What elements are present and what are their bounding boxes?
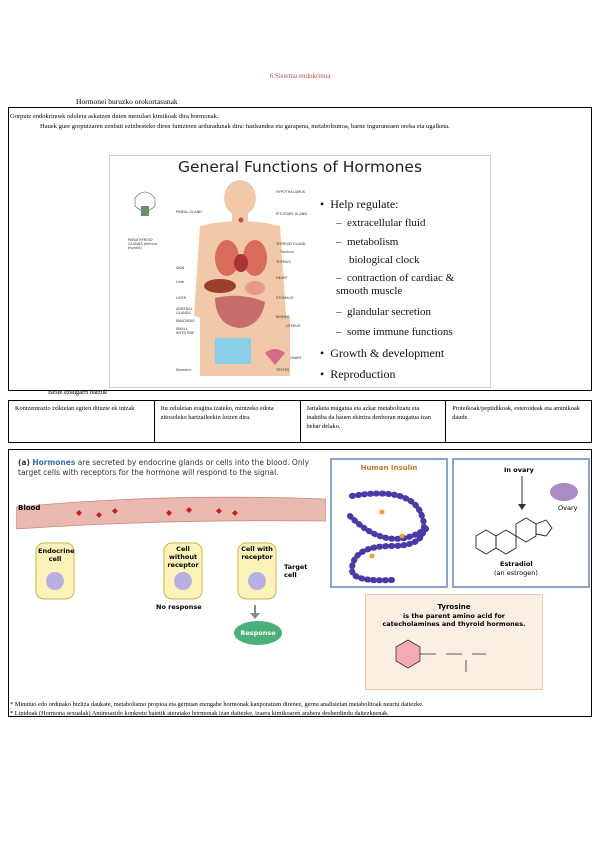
bullet-growth: • Growth & development [320, 346, 445, 360]
label-stomach-bottom: Stomach [176, 368, 192, 372]
features-table: Kontzentrazio txikietan egiten dituzte e… [8, 400, 592, 443]
response-label: Response [240, 629, 276, 637]
figure-hormone-functions: General Functions of Hormones PINEAL GLA… [109, 155, 491, 388]
section-heading: Hormonei buruzko orokortasunak [76, 97, 178, 106]
page-title: 6 Sistema endokrinoa [269, 72, 331, 80]
intro-text: Gorputz endokrinoek odolera askatzen dut… [10, 112, 590, 131]
estrogen-label: (an estrogen) [494, 569, 538, 577]
label-liver: LIVER [176, 296, 187, 300]
no-response-label: No response [156, 603, 202, 611]
figures-box [8, 449, 592, 717]
cell-with-receptor-label: Cell with receptor [241, 545, 273, 561]
label-stomach: STOMACH [276, 296, 294, 300]
sub-item-2: – metabolism [336, 236, 399, 248]
tyrosine-structure [395, 639, 486, 672]
table-cell-2: Itu zeluletan eragina izateko, mintzeko … [155, 401, 301, 442]
sub-item-3: biological clock [349, 254, 420, 266]
label-parathyroid: PARATHYROID GLANDS (behind thyroid) [128, 238, 158, 250]
label-uterus: UTERUS [286, 324, 301, 328]
other-features-heading: Beste ezaugarri batzuk [48, 389, 108, 396]
figure2-caption: (a) Hormones are secreted by endocrine g… [18, 458, 310, 477]
label-adrenal: ADRENAL GLANDS [176, 307, 193, 315]
body-diagram [134, 180, 290, 376]
label-skin: SKIN [176, 266, 185, 270]
secretion-diagram [16, 496, 326, 645]
intro-line-1: Gorputz endokrinoek odolera askatzen dut… [10, 113, 219, 120]
label-ovary: OVARY [290, 356, 302, 360]
bullet-help-regulate: • Help regulate: [320, 197, 399, 211]
estradiol-label: Estradiol [500, 560, 533, 568]
label-trachea: Trachea [280, 250, 294, 254]
label-pineal: PINEAL GLAND [176, 210, 202, 214]
figure-human-insulin: Human Insulin [330, 458, 448, 588]
label-heart: HEART [276, 276, 288, 280]
intro-box [8, 107, 592, 391]
label-thyroid: THYROID GLAND [276, 242, 306, 246]
bullet-reproduction: • Reproduction [320, 367, 396, 381]
figure-tyrosine: Tyrosine is the parent amino acid for ca… [365, 594, 543, 690]
tyrosine-title: Tyrosine [437, 603, 471, 611]
label-pituitary: PITUITARY GLAND [276, 212, 308, 216]
tyrosine-desc: is the parent amino acid for catecholami… [382, 612, 526, 628]
target-cell-label: Target cell [284, 563, 308, 579]
figure1-title: General Functions of Hormones [177, 158, 423, 176]
figure-estradiol: In ovary Ovary Estradiol (an estrogen) [452, 458, 590, 588]
figure-hormone-secretion: (a) Hormones are secreted by endocrine g… [16, 455, 326, 665]
insulin-title: Human Insulin [360, 464, 418, 472]
note-1: * Minutuo edo ordutako bizitza daukate, … [10, 701, 424, 708]
sub-item-1: – extracellular fluid [336, 217, 426, 229]
table-cell-1: Kontzentrazio txikietan egiten dituzte e… [9, 401, 155, 442]
endocrine-cell-label: Endocrine cell [38, 547, 75, 563]
sub-item-6: – some immune functions [336, 326, 453, 338]
label-liver-small: Liver [176, 280, 185, 284]
ovary-label: Ovary [558, 504, 578, 512]
label-hypothalamus: HYPOTHALAMUS [276, 190, 306, 194]
sub-item-5: – glandular secretion [336, 306, 431, 318]
label-testes: TESTES [276, 368, 290, 372]
note-2: * Lipidoak (Hormona sexualak) Aminoazido… [10, 710, 389, 717]
in-ovary-label: In ovary [504, 466, 534, 474]
label-small-intestine: SMALL INTESTINE [176, 327, 195, 335]
label-kidney: KIDNEY [276, 315, 289, 319]
estradiol-structure [475, 476, 578, 555]
table-cell-3: Jariaketa mugatua eta azkar metabolizatu… [301, 401, 447, 442]
label-thymus: THYMUS [276, 260, 291, 264]
intro-line-2: Hauek gure gorputzaren zenbait ezinbeste… [40, 122, 450, 130]
cell-without-receptor-label: Cell without receptor [167, 545, 199, 569]
label-pancreas: PANCREAS [176, 319, 195, 323]
insulin-chain [347, 490, 433, 584]
table-cell-4: Proteikoak/peptidikoak, esteroideak eta … [452, 405, 580, 421]
sub-item-4: – contraction of cardiac & smooth muscle [336, 272, 455, 297]
blood-label: Blood [18, 504, 41, 512]
